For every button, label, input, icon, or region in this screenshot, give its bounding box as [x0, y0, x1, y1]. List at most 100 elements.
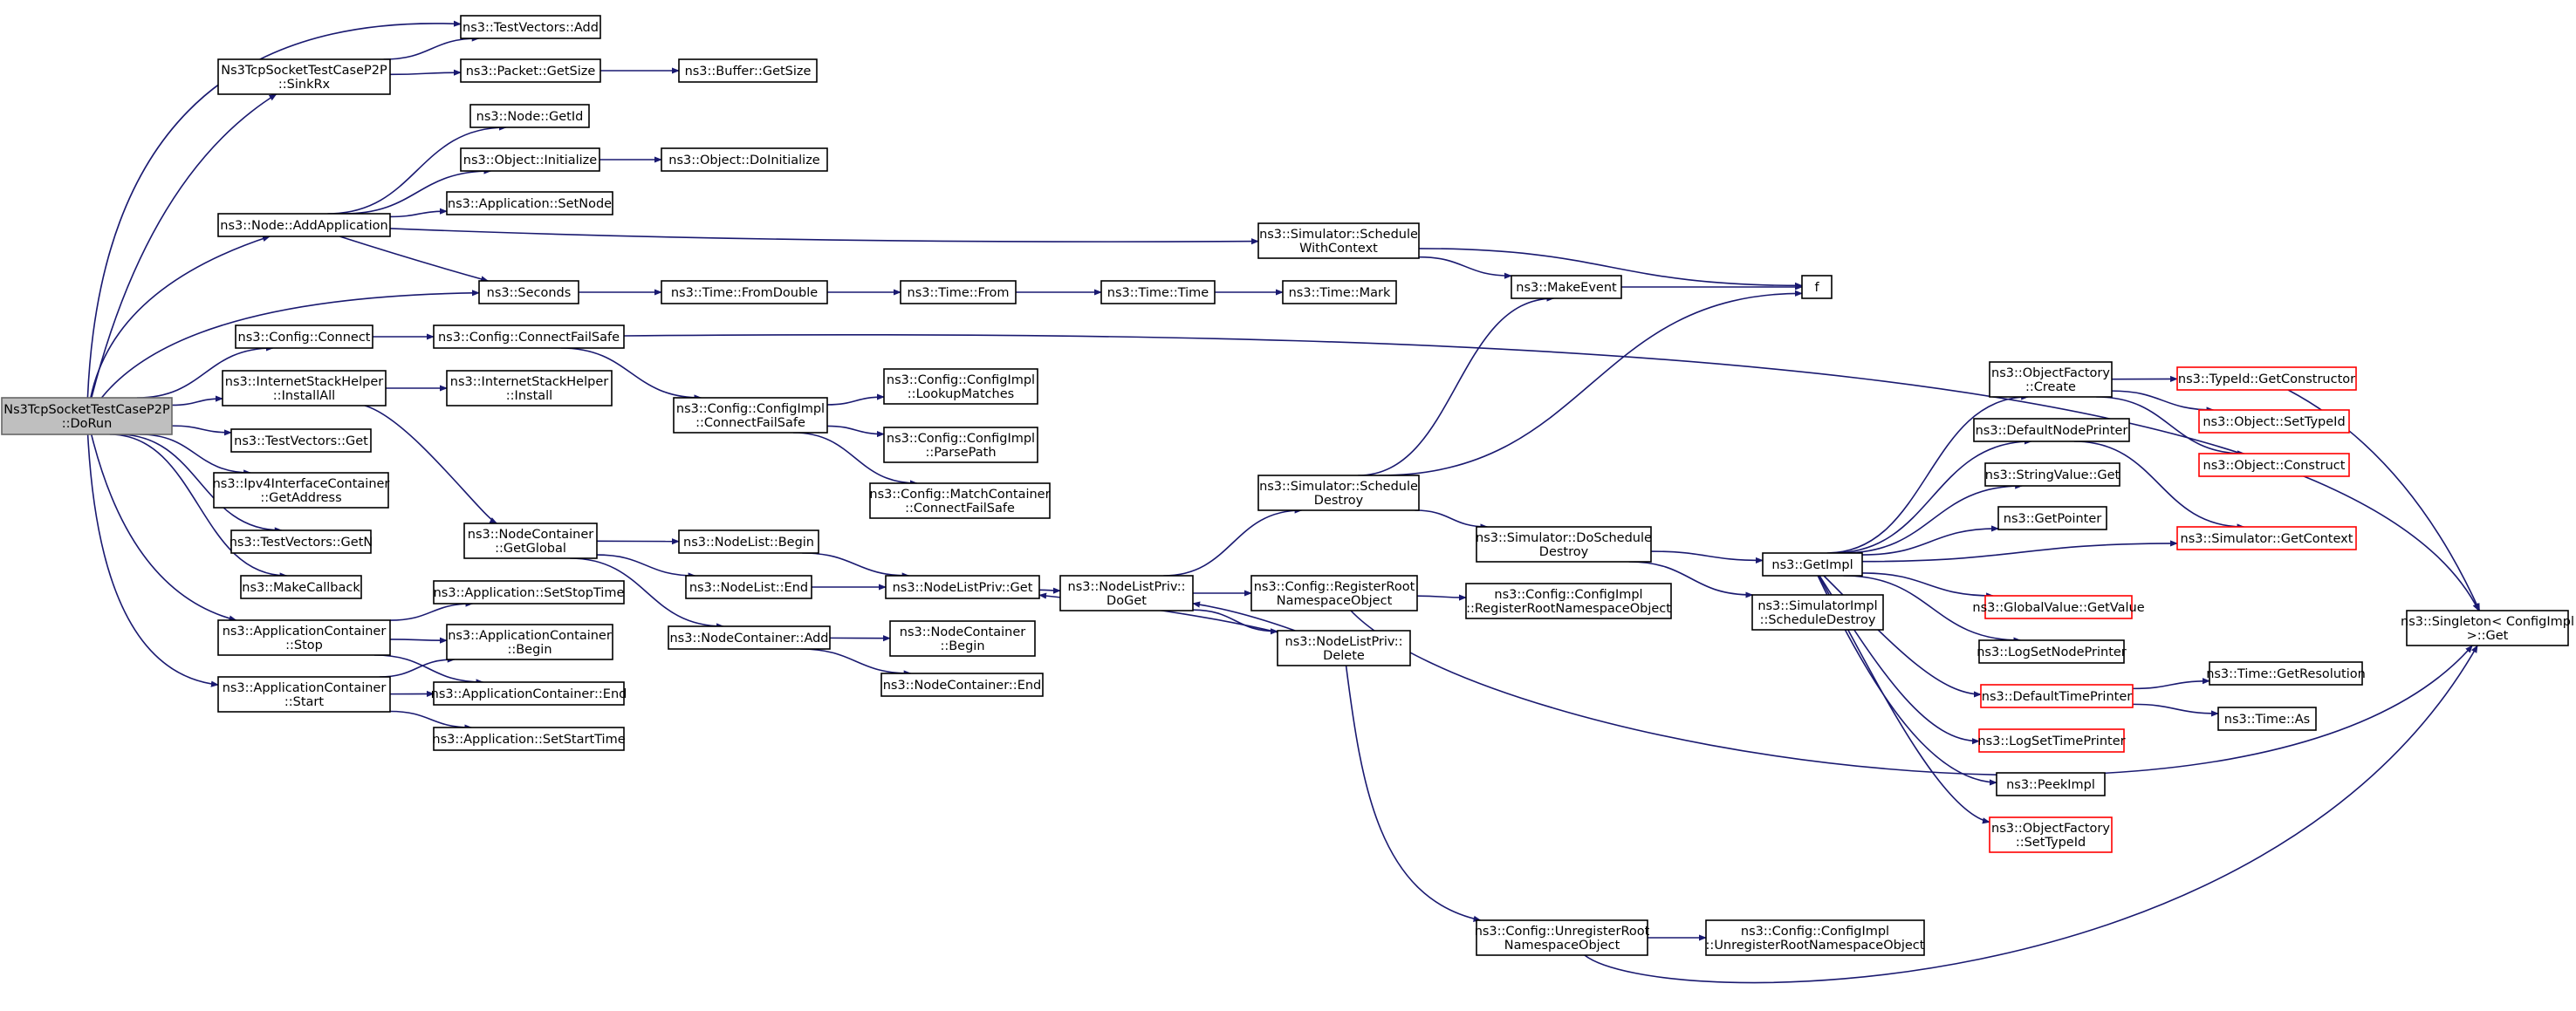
edge-ishInstallAll-to-ncGetGlobal [364, 405, 498, 524]
node-f[interactable]: f [1801, 275, 1833, 299]
node-logSetNodePrinter[interactable]: ns3::LogSetNodePrinter [1977, 639, 2127, 664]
node-seconds[interactable]: ns3::Seconds [478, 280, 579, 304]
node-cfgConnect[interactable]: ns3::Config::Connect [235, 324, 373, 349]
node-timeFromDouble[interactable]: ns3::Time::FromDouble [661, 280, 828, 304]
node-acStop[interactable]: ns3::ApplicationContainer::Stop [217, 619, 391, 656]
node-simSchedDestroy[interactable]: ns3::Simulator::ScheduleDestroy [1257, 475, 1420, 511]
node-defTimePrinter[interactable]: ns3::DefaultTimePrinter [1980, 684, 2134, 708]
node-objDoInit[interactable]: ns3::Object::DoInitialize [661, 147, 828, 172]
node-objConstruct[interactable]: ns3::Object::Construct [2198, 453, 2350, 477]
node-tvAdd[interactable]: ns3::TestVectors::Add [460, 15, 601, 39]
node-box [1989, 816, 2113, 853]
node-box [460, 58, 601, 83]
edge-root-to-acStop [90, 434, 237, 622]
node-makeCallback[interactable]: ns3::MakeCallback [240, 575, 362, 599]
node-label: ns3::ObjectFactory [1991, 366, 2110, 380]
node-label: ns3::LogSetTimePrinter [1977, 734, 2125, 748]
node-appSetStart[interactable]: ns3::Application::SetStartTime [432, 727, 626, 751]
node-box [673, 397, 828, 434]
node-tvGet[interactable]: ns3::TestVectors::Get [230, 428, 372, 453]
node-acBegin[interactable]: ns3::ApplicationContainer::Begin [446, 624, 613, 660]
node-peekImpl[interactable]: ns3::PeekImpl [1996, 772, 2106, 796]
node-globalValueGet[interactable]: ns3::GlobalValue::GetValue [1972, 595, 2145, 619]
node-label: ns3::Node::AddApplication [220, 219, 387, 233]
node-objFactCreate[interactable]: ns3::ObjectFactory::Create [1989, 361, 2113, 398]
node-cfgImplLookup[interactable]: ns3::Config::ConfigImpl::LookupMatches [883, 368, 1038, 405]
node-simImplSchedDestroy[interactable]: ns3::SimulatorImpl::ScheduleDestroy [1751, 594, 1884, 631]
node-strValueGet[interactable]: ns3::StringValue::Get [1984, 462, 2120, 487]
node-box [1250, 575, 1418, 611]
node-nlpDoGet[interactable]: ns3::NodeListPriv::DoGet [1059, 575, 1194, 611]
edge-cfgConnectFS-to-singletonGet [623, 333, 2480, 611]
node-nodeAddApp[interactable]: ns3::Node::AddApplication [217, 213, 391, 237]
node-box [880, 673, 1044, 697]
node-label: ns3::GlobalValue::GetValue [1972, 601, 2144, 615]
node-timeTime[interactable]: ns3::Time::Time [1100, 280, 1216, 304]
node-label: ns3::Time::FromDouble [671, 286, 818, 300]
node-cfgImplUnregRoot[interactable]: ns3::Config::ConfigImpl::UnregisterRootN… [1705, 919, 1925, 956]
node-label: ns3::Config::MatchContainer [869, 488, 1050, 502]
node-nodeGetId[interactable]: ns3::Node::GetId [469, 104, 590, 128]
node-ishInstallAll[interactable]: ns3::InternetStackHelper::InstallAll [222, 370, 387, 406]
node-nlBegin[interactable]: ns3::NodeList::Begin [678, 529, 819, 554]
node-label: Destroy [1539, 545, 1589, 559]
edge-nlpDoGet-to-simSchedDestroy [1163, 507, 1303, 577]
node-cfgImplParse[interactable]: ns3::Config::ConfigImpl::ParsePath [883, 427, 1038, 463]
node-ncEnd[interactable]: ns3::NodeContainer::End [880, 673, 1044, 697]
node-sinkRx[interactable]: Ns3TcpSocketTestCaseP2P::SinkRx [217, 58, 391, 95]
node-timeMark[interactable]: ns3::Time::Mark [1282, 280, 1397, 304]
node-label: ns3::MakeCallback [242, 581, 360, 595]
node-label: ns3::Time::From [908, 286, 1010, 300]
node-nlEnd[interactable]: ns3::NodeList::End [685, 575, 812, 599]
node-defNodePrinter[interactable]: ns3::DefaultNodePrinter [1973, 418, 2130, 442]
node-matchConnFS[interactable]: ns3::Config::MatchContainer::ConnectFail… [869, 482, 1051, 519]
node-ipv4GetAddr[interactable]: ns3::Ipv4InterfaceContainer::GetAddress [213, 472, 390, 509]
node-pktGetSize[interactable]: ns3::Packet::GetSize [460, 58, 601, 83]
node-cfgImplRegRoot[interactable]: ns3::Config::ConfigImpl::RegisterRootNam… [1465, 583, 1672, 619]
node-nlpDelete[interactable]: ns3::NodeListPriv::Delete [1277, 630, 1411, 666]
node-bufGetSize[interactable]: ns3::Buffer::GetSize [678, 58, 818, 83]
node-timeFrom[interactable]: ns3::Time::From [900, 280, 1017, 304]
node-box [240, 575, 362, 599]
node-cfgImplConnFS[interactable]: ns3::Config::ConfigImpl::ConnectFailSafe [673, 397, 828, 434]
node-ncBegin[interactable]: ns3::NodeContainer::Begin [889, 620, 1036, 657]
edge-getImpl-to-defNodePrinter [1833, 438, 2032, 554]
node-acStart[interactable]: ns3::ApplicationContainer::Start [217, 676, 391, 713]
node-acEnd[interactable]: ns3::ApplicationContainer::End [431, 681, 627, 706]
node-appSetNode[interactable]: ns3::Application::SetNode [446, 191, 613, 215]
node-box [1257, 475, 1420, 511]
node-appSetStop[interactable]: ns3::Application::SetStopTime [433, 580, 625, 605]
edge-defTimePrinter-to-timeGetRes [2132, 678, 2210, 690]
node-ishInstall[interactable]: ns3::InternetStackHelper::Install [446, 370, 613, 406]
node-box [460, 15, 601, 39]
node-ncAdd[interactable]: ns3::NodeContainer::Add [668, 625, 831, 650]
edge-getImpl-to-strValueGet [1842, 482, 2024, 554]
node-timeAs[interactable]: ns3::Time::As [2217, 707, 2317, 731]
node-ncGetGlobal[interactable]: ns3::NodeContainer::GetGlobal [463, 523, 598, 559]
node-cfgRegRoot[interactable]: ns3::Config::RegisterRootNamespaceObject [1250, 575, 1418, 611]
node-tvGetN[interactable]: ns3::TestVectors::GetN [230, 529, 373, 554]
node-logSetTimePrinter[interactable]: ns3::LogSetTimePrinter [1977, 728, 2126, 753]
node-nlpGet[interactable]: ns3::NodeListPriv::Get [885, 575, 1040, 599]
node-singletonGet[interactable]: ns3::Singleton< ConfigImpl >::Get [2401, 610, 2574, 646]
node-box [1059, 575, 1194, 611]
node-typeIdGetCtor[interactable]: ns3::TypeId::GetConstructor [2176, 366, 2357, 391]
node-getPointer[interactable]: ns3::GetPointer [1997, 506, 2107, 530]
node-objFactSetTypeId[interactable]: ns3::ObjectFactory::SetTypeId [1989, 816, 2113, 853]
node-objSetTypeId[interactable]: ns3::Object::SetTypeId [2198, 409, 2350, 434]
node-label: Destroy [1314, 494, 1364, 508]
node-label: ns3::Config::ConfigImpl [1494, 588, 1642, 602]
node-label: ::LookupMatches [908, 387, 1014, 401]
node-label: ns3::Time::Mark [1289, 286, 1391, 300]
node-cfgUnregRoot[interactable]: ns3::Config::UnregisterRootNamespaceObje… [1475, 919, 1650, 956]
node-label: ::Start [284, 695, 325, 709]
node-objInit[interactable]: ns3::Object::Initialize [460, 147, 600, 172]
node-simGetContext[interactable]: ns3::Simulator::GetContext [2176, 526, 2357, 550]
node-timeGetRes[interactable]: ns3::Time::GetResolution [2206, 661, 2366, 686]
node-cfgConnectFS[interactable]: ns3::Config::ConnectFailSafe [433, 324, 625, 349]
node-getImpl[interactable]: ns3::GetImpl [1762, 552, 1863, 577]
node-makeEvent[interactable]: ns3::MakeEvent [1511, 275, 1622, 299]
node-root[interactable]: Ns3TcpSocketTestCaseP2P::DoRun [1, 397, 173, 435]
